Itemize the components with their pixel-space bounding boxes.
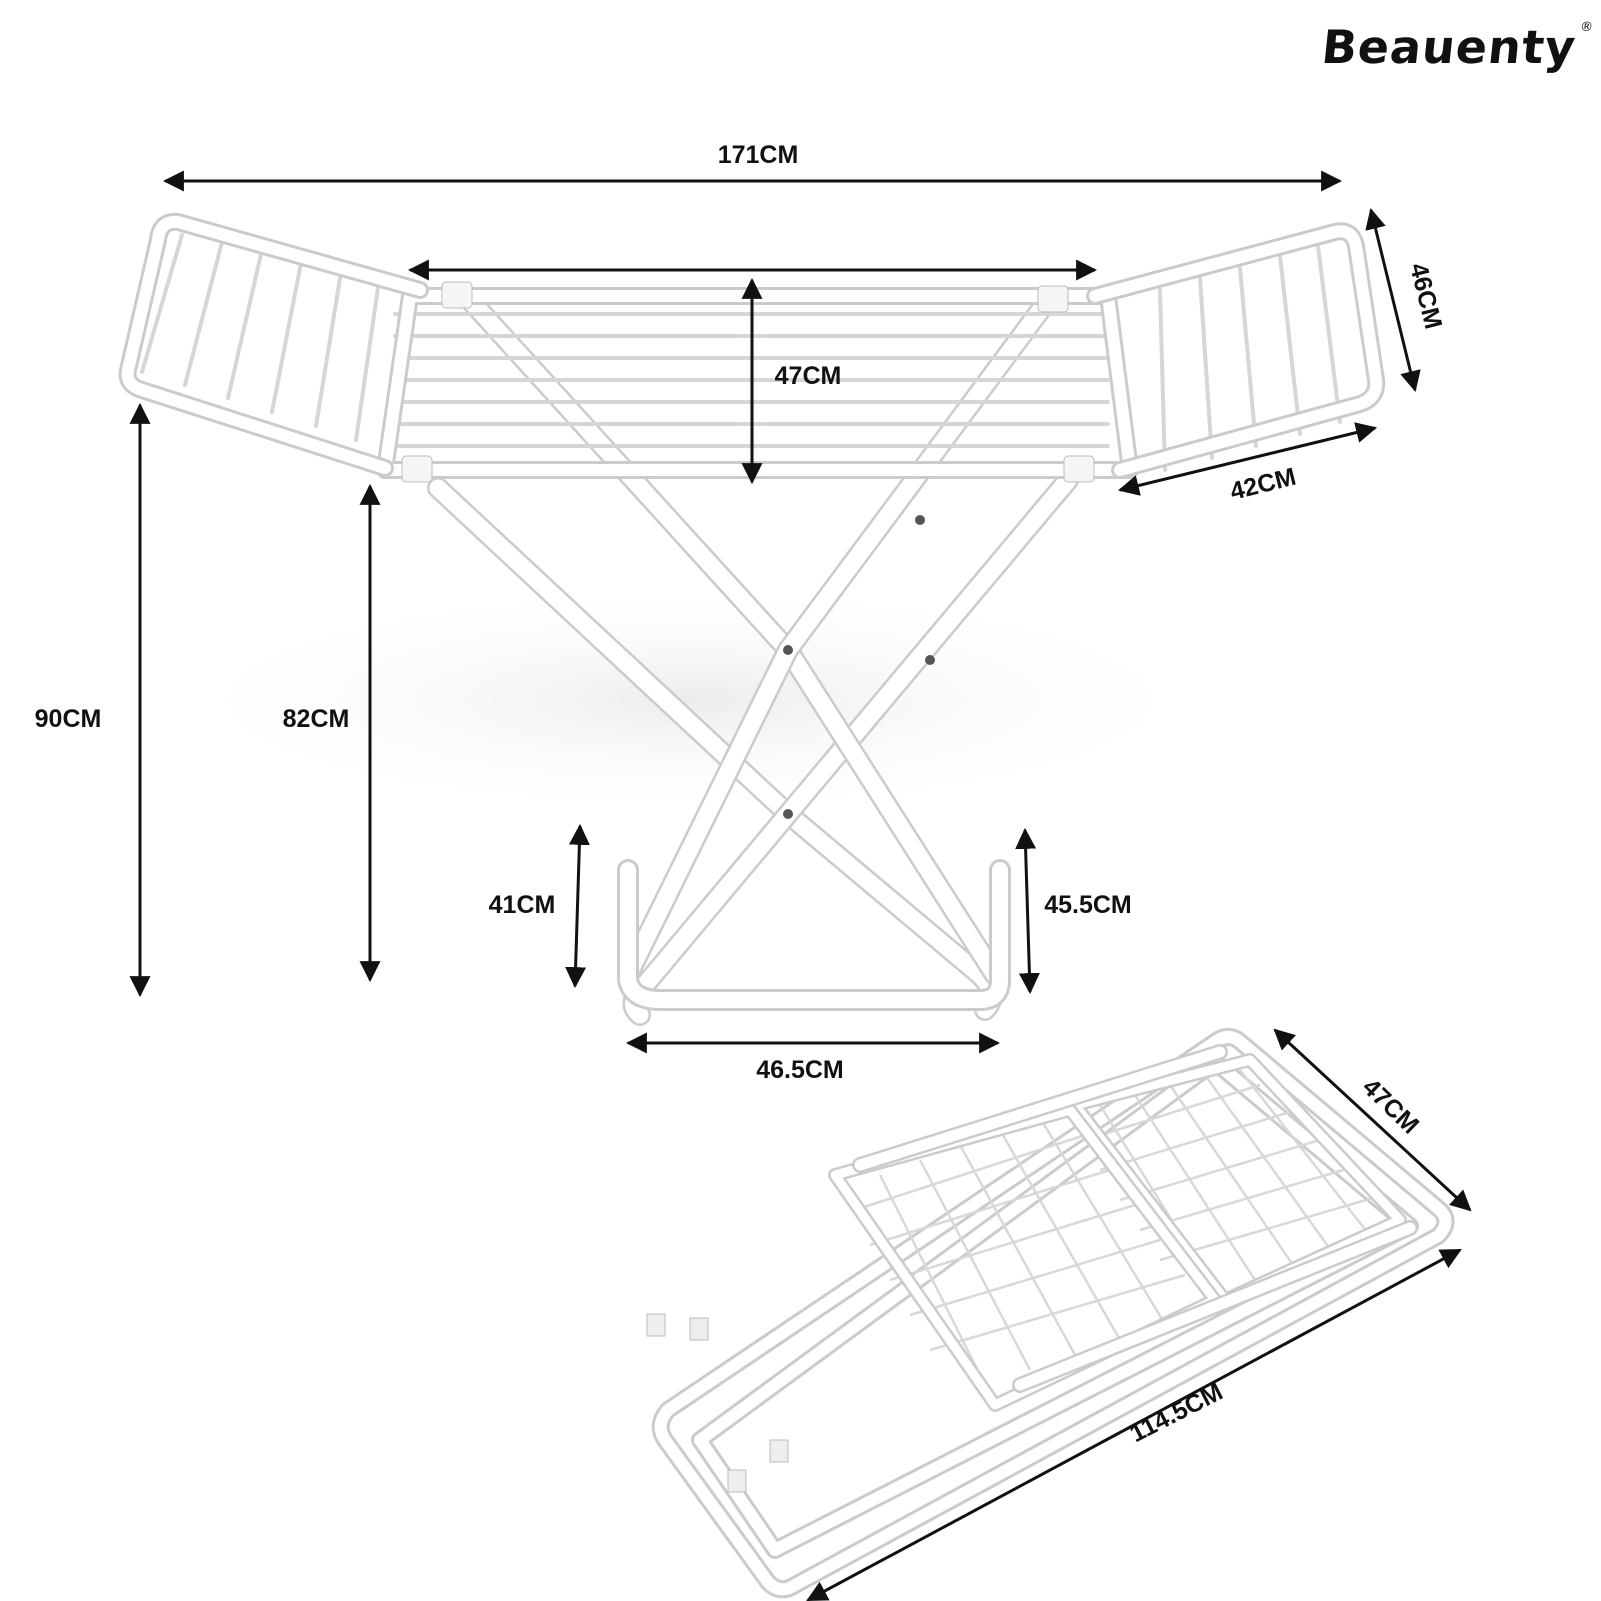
- label-folded-width: 47CM: [1357, 1073, 1424, 1139]
- hinge-pin: [783, 809, 793, 819]
- hinge-block: [1063, 455, 1095, 483]
- dim-line-folded-width: [1273, 1028, 1472, 1212]
- floor-shadow: [150, 580, 1230, 820]
- hinge-pin: [783, 645, 793, 655]
- folded-grid-right: [1068, 1053, 1407, 1307]
- label-wing-width: 42CM: [1227, 463, 1298, 506]
- dim-line-wing-length: [1365, 207, 1421, 393]
- label-total-height: 90CM: [35, 705, 102, 733]
- label-total-width: 171CM: [718, 141, 799, 169]
- hinge-block: [1037, 285, 1069, 313]
- dim-line-foot-right: [1015, 827, 1040, 995]
- dim-line-wing-width: [1117, 422, 1378, 496]
- rack-right-wing: [1086, 222, 1386, 479]
- end-cap: [727, 1469, 747, 1493]
- label-wing-length: 46CM: [1404, 260, 1447, 331]
- hinge-pin: [925, 655, 935, 665]
- end-cap: [689, 1317, 709, 1341]
- end-cap: [646, 1313, 666, 1337]
- label-rail-height: 82CM: [283, 705, 350, 733]
- label-foot-right-height: 45.5CM: [1044, 891, 1132, 919]
- dim-line-folded-length: [806, 1248, 1462, 1601]
- hinge-pin: [915, 515, 925, 525]
- label-base-width: 46.5CM: [756, 1056, 844, 1084]
- hinge-block: [441, 281, 473, 309]
- dim-line-foot-left: [565, 823, 590, 989]
- folded-rack-illustration: [646, 1028, 1455, 1599]
- label-center-width: 47CM: [775, 362, 842, 390]
- hinge-block: [401, 455, 433, 483]
- rack-legs: [427, 289, 1079, 1026]
- dimension-lines: [129, 170, 1472, 1601]
- standing-rack-illustration: [118, 212, 1386, 1026]
- label-foot-left-height: 41CM: [489, 891, 556, 919]
- end-cap: [769, 1439, 789, 1463]
- rack-left-wing: [118, 212, 429, 477]
